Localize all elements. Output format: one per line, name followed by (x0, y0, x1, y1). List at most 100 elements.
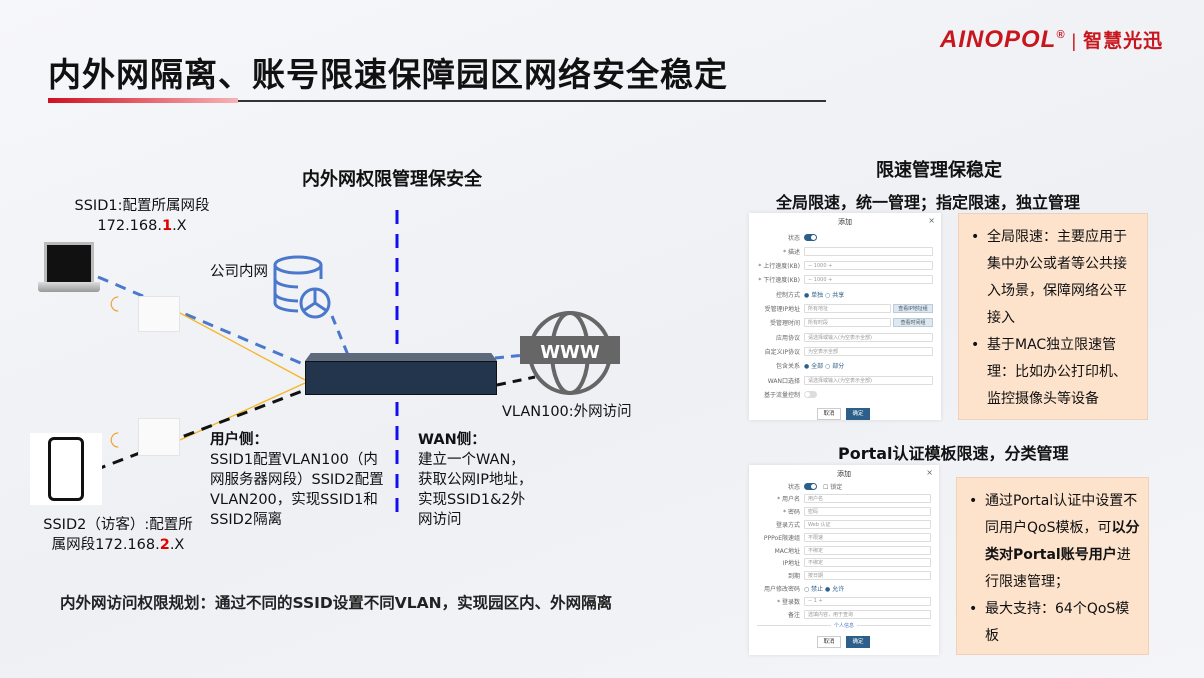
form-row: 登录方式 Web 认证 (749, 519, 931, 529)
form-field[interactable] (804, 246, 933, 256)
note-item: 最大支持：64个QoS模板 (967, 596, 1140, 650)
form-row: 状态 (749, 232, 933, 242)
radio-group[interactable]: ● 全部 ○ 部分 (804, 363, 845, 371)
form-field[interactable]: − 1000 + (804, 275, 933, 285)
form-row: * 上行速度(KB)− 1000 + (749, 261, 933, 271)
field-label: 受管理时间 (769, 320, 800, 328)
toggle-switch[interactable] (804, 233, 817, 241)
field-label: * 密码 (783, 509, 800, 517)
form-row: * 密码密码 (749, 507, 931, 517)
form-field[interactable]: 按日期 (804, 571, 931, 581)
laptop-icon (38, 242, 100, 296)
form-row: * 用户名用户名 (749, 494, 931, 504)
dialog-title: 添加 (838, 218, 852, 226)
field-label: 登录方式 (775, 521, 800, 529)
confirm-button[interactable]: 确定 (846, 635, 870, 648)
phone-icon (30, 433, 102, 505)
close-icon[interactable]: × (928, 216, 935, 225)
form-row: PPPoE限速组不限速 (749, 532, 931, 542)
form-row: 受管理时间所有时段查看时间组 (749, 318, 933, 328)
note-item: 基于MAC独立限速管理：比如办公打印机、监控摄像头等设备 (969, 332, 1139, 413)
form-field[interactable]: 不绑定 (804, 558, 931, 568)
ssid2-label: SSID2（访客）:配置所 属网段172.168.2.X (43, 517, 193, 553)
field-label: 包含关系 (775, 363, 800, 371)
field-label: 状态 (787, 483, 800, 491)
form-field[interactable]: 所有时段 (804, 318, 891, 328)
form-field[interactable]: 请选择或输入(为空表示全部) (804, 375, 933, 385)
form-field[interactable]: − 1000 + (804, 261, 933, 271)
rate-limit-dialog: 添加 × 状态 * 描述 * 上行速度(KB)− 1000 + * 下行速度(KB) − 1… (749, 213, 941, 420)
wifi-icon-2: ◠ (104, 431, 129, 449)
field-label: IP地址 (782, 560, 800, 568)
form-row: 受管理IP地址所有地址查看IP地址组 (749, 304, 933, 314)
left-heading: 内外网权限管理保安全 (302, 169, 482, 190)
field-label: * 描述 (783, 248, 800, 256)
lookup-button[interactable]: 查看IP地址组 (893, 304, 933, 313)
field-label: PPPoE限速组 (763, 534, 800, 542)
rate-limit-notes: 全局限速：主要应用于集中办公或者等公共接入场景，保障网络公平接入基于MAC独立限… (958, 213, 1148, 420)
form-row: MAC地址不绑定 (749, 545, 931, 555)
ssid1-label: SSID1:配置所属网段 172.168.1.X (74, 198, 210, 234)
form-field[interactable]: 为空表示全部 (804, 346, 933, 356)
radio-group[interactable]: ● 单独 ○ 共享 (804, 291, 845, 299)
form-field[interactable]: 请选择或输入(为空表示全部) (804, 332, 933, 342)
cancel-button[interactable]: 取消 (817, 407, 841, 420)
lock-checkbox[interactable]: ☐ 锁定 (823, 483, 843, 491)
right-heading: 限速管理保稳定 (876, 160, 1002, 181)
vlan-label: VLAN100:外网访问 (502, 404, 632, 420)
form-row: 包含关系 ● 全部 ○ 部分 (749, 361, 933, 371)
form-row: * 下行速度(KB) − 1000 + (749, 275, 933, 285)
field-label: 控制方式 (775, 291, 800, 299)
section-divider: 个人信息 (757, 622, 931, 633)
cancel-button[interactable]: 取消 (817, 635, 841, 648)
form-row: 基于流量控制 (749, 389, 933, 399)
radio-group[interactable]: ○ 禁止 ● 允许 (804, 585, 845, 593)
form-row: WAN口选择请选择或输入(为空表示全部) (749, 375, 933, 385)
field-label: * 下行速度(KB) (758, 277, 800, 285)
form-field[interactable]: − 1 + (804, 596, 931, 606)
brand-logo: AINOPOL®|智慧光迅 (940, 26, 1164, 53)
field-label: * 用户名 (777, 496, 800, 504)
toggle-switch[interactable] (804, 390, 817, 398)
dialog-title: 添加 (837, 470, 851, 478)
toggle-switch[interactable] (804, 482, 817, 490)
title-underline-accent (48, 98, 238, 103)
form-field[interactable]: 选填内容，用于查询 (804, 609, 931, 619)
lookup-button[interactable]: 查看时间组 (893, 318, 933, 328)
field-label: MAC地址 (774, 547, 800, 555)
form-row: 备注选填内容，用于查询 (749, 609, 931, 619)
link-db-router (330, 315, 350, 356)
access-point-1 (138, 296, 180, 332)
form-field[interactable]: Web 认证 (804, 519, 931, 529)
form-row: 用户修改密码○ 禁止 ● 允许 (749, 583, 931, 593)
form-field[interactable]: 密码 (804, 507, 931, 517)
title-underline (48, 100, 826, 102)
field-label: 自定义IP协议 (764, 348, 800, 356)
field-label: 基于流量控制 (763, 391, 800, 399)
link-ap2-router (179, 382, 306, 441)
page-title: 内外网隔离、账号限速保障园区网络安全稳定 (48, 55, 728, 94)
portal-notes: 通过Portal认证中设置不同用户QoS模板，可以分类对Portal账号用户进行… (956, 477, 1149, 655)
confirm-button[interactable]: 确定 (846, 407, 870, 420)
form-row: 控制方式 ● 单独 ○ 共享 (749, 289, 933, 299)
link-laptop-router (97, 275, 311, 369)
wifi-icon: ◠ (104, 295, 129, 313)
portal-heading: Portal认证模板限速，分类管理 (838, 444, 1069, 463)
form-field[interactable]: 不限速 (804, 532, 931, 542)
form-field[interactable]: 用户名 (804, 494, 931, 504)
form-field[interactable]: 不绑定 (804, 545, 931, 555)
router-device (305, 353, 497, 395)
user-side-text: 用户侧： SSID1配置VLAN100（内网服务器网段）SSID2配置VLAN2… (210, 432, 384, 528)
access-point-2 (138, 418, 180, 456)
note-item: 全局限速：主要应用于集中办公或者等公共接入场景，保障网络公平接入 (969, 224, 1139, 332)
intranet-label: 公司内网 (210, 264, 268, 280)
form-field[interactable]: 所有地址 (804, 304, 891, 313)
note-item: 通过Portal认证中设置不同用户QoS模板，可以分类对Portal账号用户进行… (967, 488, 1140, 596)
close-icon[interactable]: × (926, 468, 933, 477)
link-ap1-router (179, 312, 306, 381)
link-router-www-black (496, 375, 536, 387)
field-label: WAN口选择 (767, 377, 800, 385)
footer-summary: 内外网访问权限规划：通过不同的SSID设置不同VLAN，实现园区内、外网隔离 (60, 594, 613, 612)
field-label: 状态 (787, 234, 800, 242)
